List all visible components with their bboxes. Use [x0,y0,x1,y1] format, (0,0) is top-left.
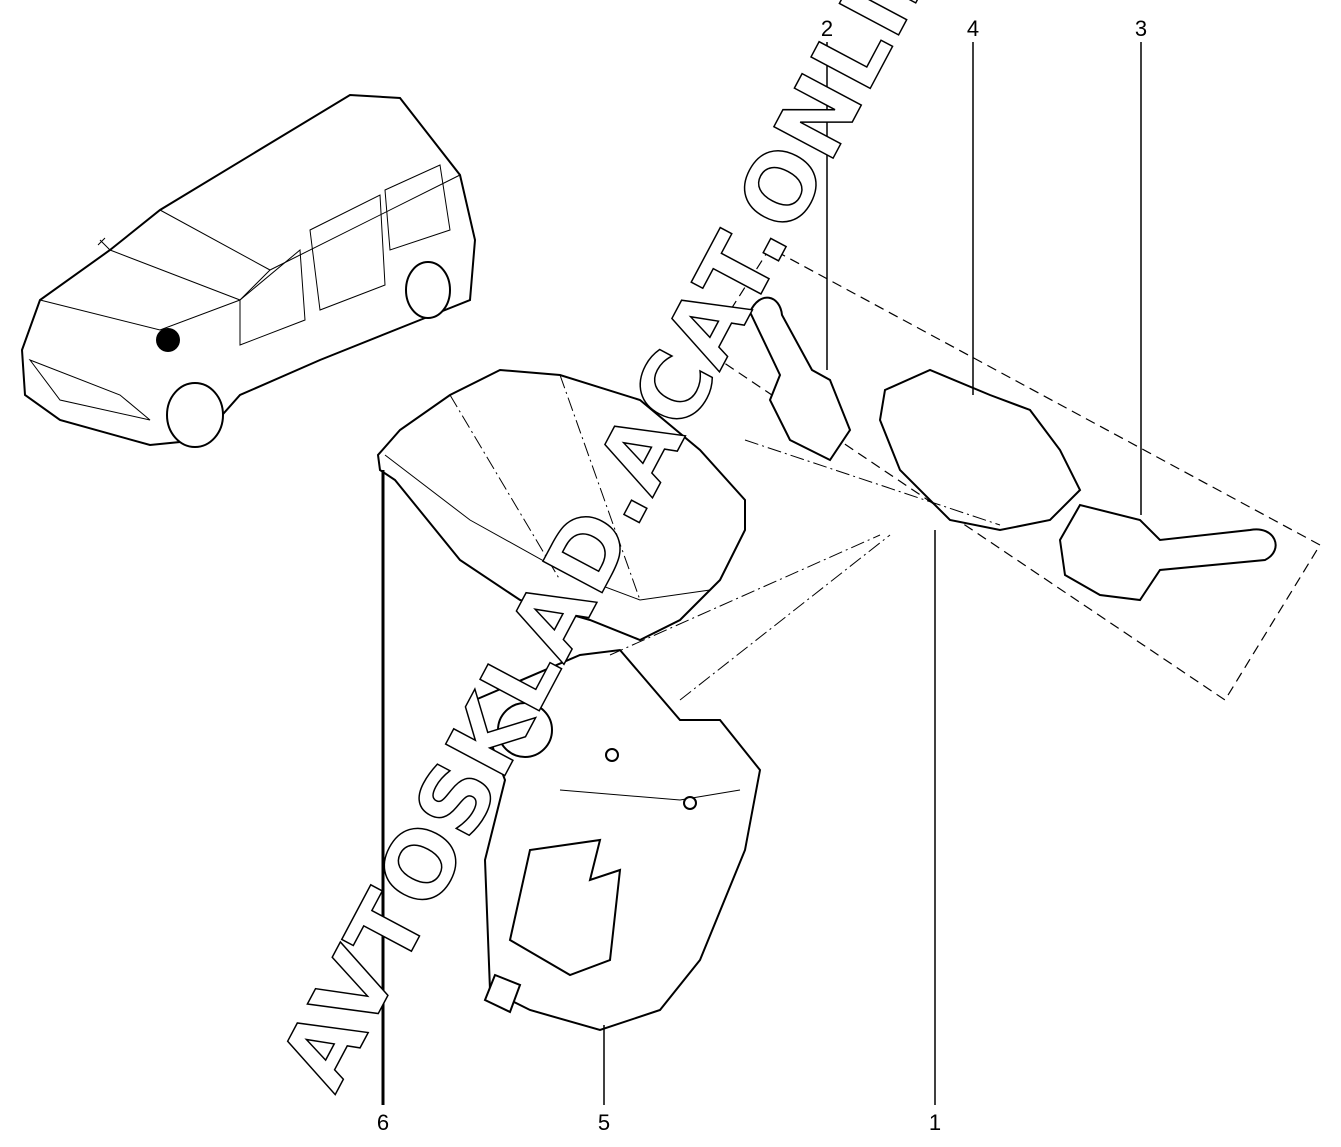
callout-2: 2 [821,16,833,41]
switch-assembly [609,247,1321,701]
right-stalk-switch [1058,503,1277,602]
callout-1: 1 [929,1110,941,1135]
callout-3: 3 [1135,16,1147,41]
steering-column-module [878,368,1082,532]
lower-cover [473,648,762,1032]
leader-lines [381,42,1142,1105]
callout-5: 5 [598,1110,610,1135]
left-stalk-switch [748,296,852,462]
upper-cover [376,368,746,642]
callout-4: 4 [967,16,979,41]
highlight-marker [156,328,180,352]
vehicle-thumbnail [20,93,477,448]
callout-6: 6 [377,1110,389,1135]
